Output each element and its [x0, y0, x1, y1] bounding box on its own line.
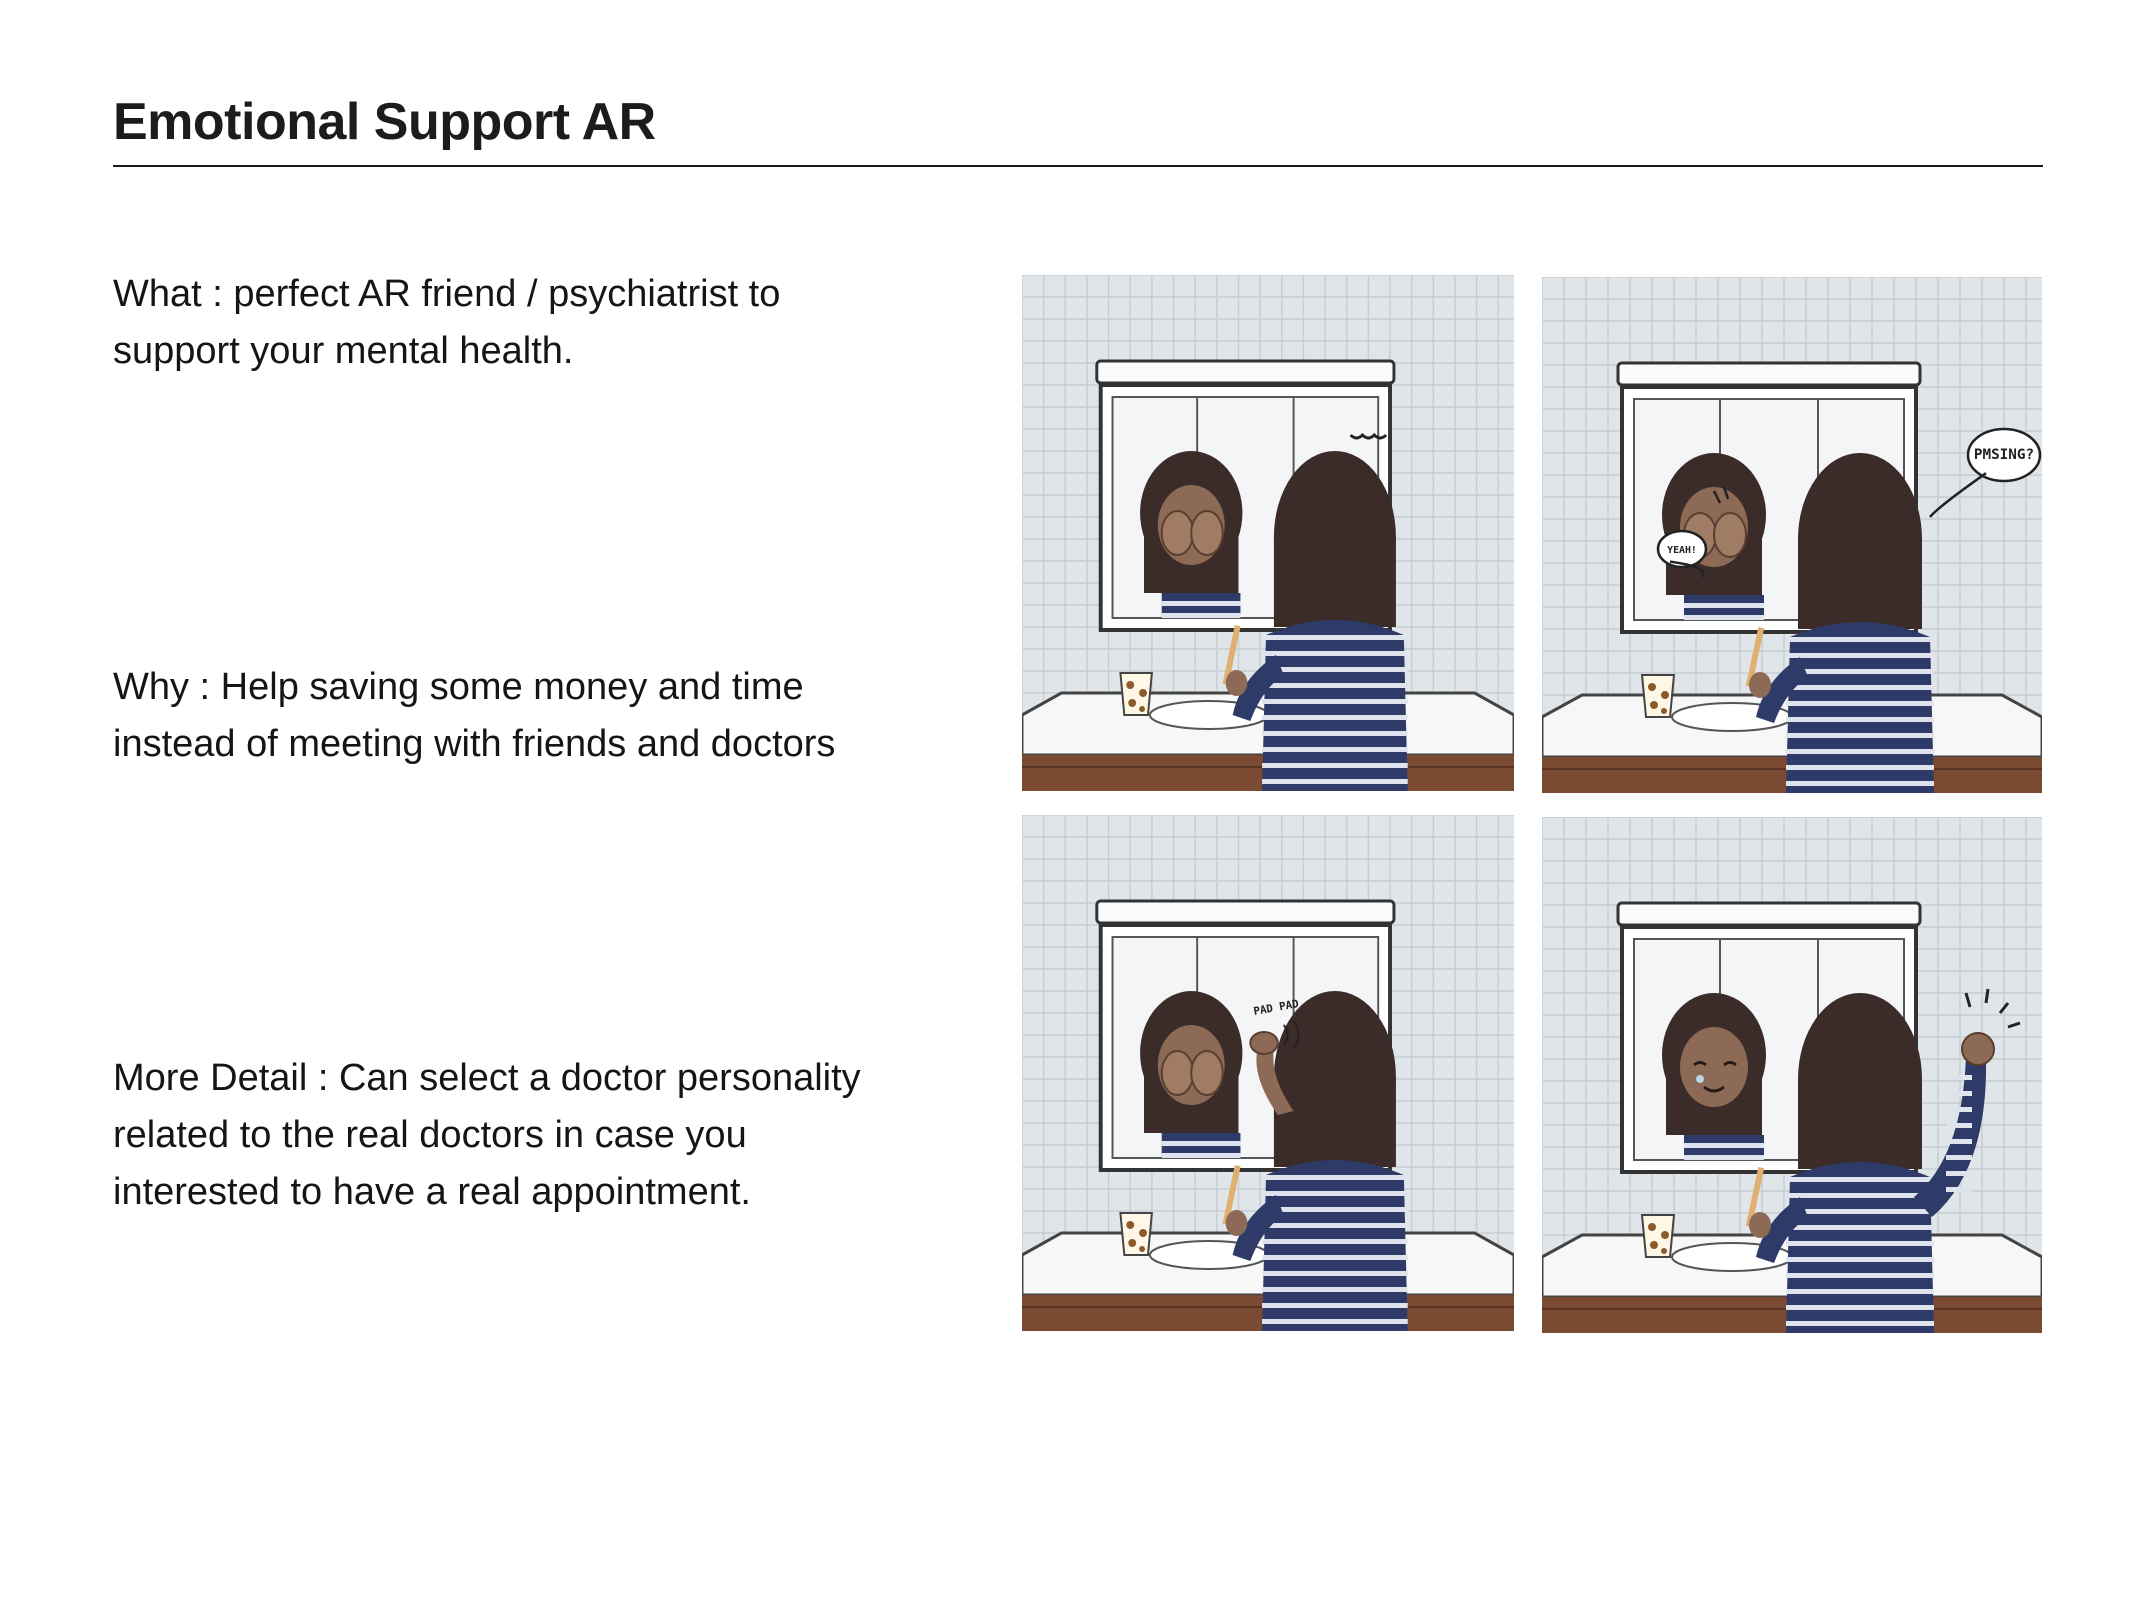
what-line-1: What : perfect AR friend / psychiatrist … — [113, 273, 781, 315]
comic-panel-crying — [1022, 275, 1514, 791]
title-divider — [113, 165, 2043, 167]
what-line-2: support your mental health. — [113, 330, 574, 372]
more-detail-description: More Detail : Can select a doctor person… — [113, 1050, 993, 1221]
detail-line-1: More Detail : Can select a doctor person… — [113, 1057, 861, 1099]
why-line-2: instead of meeting with friends and doct… — [113, 723, 836, 765]
speech-bubble-text: YEAH! — [1667, 545, 1697, 556]
detail-line-3: interested to have a real appointment. — [113, 1171, 751, 1213]
comic-panel-pat-head: PAD PAD — [1022, 815, 1514, 1331]
speech-bubble-text: PMSING? — [1974, 447, 2034, 463]
why-description: Why : Help saving some money and time in… — [113, 659, 993, 773]
detail-line-2: related to the real doctors in case you — [113, 1114, 747, 1156]
speech-bubble: YEAH! — [1656, 529, 1708, 578]
page-title: Emotional Support AR — [113, 93, 656, 151]
comic-panel-cheer-up — [1542, 817, 2042, 1333]
speech-bubble: PMSING? — [1929, 427, 2042, 518]
comic-strip: PMSING? YEAH! PAD PAD — [1022, 275, 2043, 1333]
what-description: What : perfect AR friend / psychiatrist … — [113, 266, 993, 380]
comic-panel-reflection-talks: PMSING? YEAH! — [1542, 277, 2042, 793]
why-line-1: Why : Help saving some money and time — [113, 666, 804, 708]
